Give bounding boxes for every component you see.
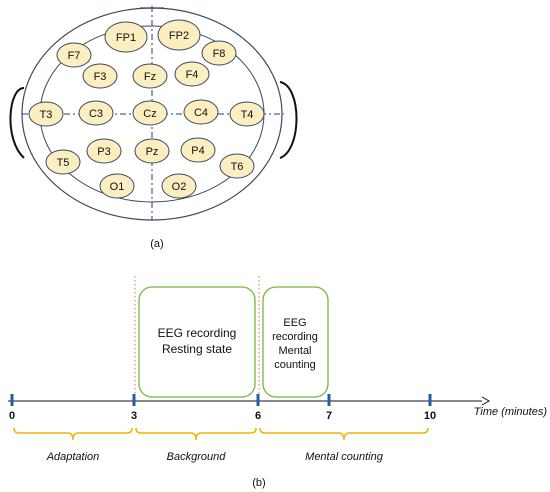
electrode-fp1: FP1 xyxy=(104,21,148,53)
electrode-c3: C3 xyxy=(78,100,114,126)
time-axis-label: Time (minutes) xyxy=(474,406,548,418)
box-resting-line-2: Resting state xyxy=(162,342,232,356)
electrode-marker xyxy=(86,138,122,164)
electrode-o2: O2 xyxy=(161,173,197,199)
electrode-marker xyxy=(78,100,114,126)
box-mental-line-2: recording xyxy=(272,331,318,343)
electrode-label: FP2 xyxy=(169,30,189,42)
electrode-label: T5 xyxy=(57,157,70,169)
electrode-marker xyxy=(104,21,148,53)
phase-label: Background xyxy=(167,451,227,463)
electrode-pz: Pz xyxy=(134,138,170,164)
tick-label-6: 6 xyxy=(255,410,261,422)
tick-mark-3 xyxy=(132,394,136,406)
electrode-marker xyxy=(201,40,237,66)
electrode-label: Pz xyxy=(146,146,159,158)
caption-a: (a) xyxy=(150,238,163,250)
electrode-label: P3 xyxy=(97,146,110,158)
timeline-diagram: EEG recording Resting state EEG recordin… xyxy=(8,276,547,463)
electrode-t5: T5 xyxy=(45,149,81,175)
electrode-f4: F4 xyxy=(174,61,210,87)
electrode-marker xyxy=(229,101,265,127)
right-ear xyxy=(279,81,298,159)
electrode-marker xyxy=(28,101,64,127)
electrode-t4: T4 xyxy=(229,101,265,127)
tick-label-7: 7 xyxy=(326,410,332,422)
electrode-marker xyxy=(132,63,168,89)
electrode-f8: F8 xyxy=(201,40,237,66)
electrode-marker xyxy=(134,138,170,164)
electrode-marker xyxy=(157,19,201,51)
electrode-p3: P3 xyxy=(86,138,122,164)
electrode-c4: C4 xyxy=(183,99,219,125)
phase-brace xyxy=(259,427,429,441)
electrode-marker xyxy=(183,99,219,125)
electrode-label: F4 xyxy=(186,69,199,81)
tick-mark-0 xyxy=(10,394,14,406)
electrode-t6: T6 xyxy=(219,153,255,179)
tick-label-3: 3 xyxy=(131,410,137,422)
phase-brace xyxy=(135,427,257,441)
electrode-p4: P4 xyxy=(180,137,216,163)
electrode-marker xyxy=(219,153,255,179)
electrode-label: O2 xyxy=(172,181,187,193)
time-ticks: 0 3 6 7 10 xyxy=(9,394,436,422)
box-mental-counting xyxy=(262,286,329,398)
electrode-label: F8 xyxy=(213,48,226,60)
box-resting-line-1: EEG recording xyxy=(158,326,237,340)
electrode-marker xyxy=(180,137,216,163)
electrode-label: Fz xyxy=(144,71,156,83)
tick-label-0: 0 xyxy=(9,410,15,422)
electrode-label: T6 xyxy=(231,161,244,173)
electrode-label: T4 xyxy=(241,109,254,121)
box-mental-line-3: Mental xyxy=(278,345,311,357)
electrode-o1: O1 xyxy=(99,173,135,199)
tick-mark-10 xyxy=(428,394,432,406)
box-resting-state xyxy=(138,286,256,398)
tick-mark-6 xyxy=(256,394,260,406)
electrode-cz: Cz xyxy=(132,100,168,126)
electrode-label: Cz xyxy=(143,108,156,120)
electrode-marker xyxy=(161,173,197,199)
electrode-fz: Fz xyxy=(132,63,168,89)
electrode-marker xyxy=(82,63,118,89)
electrode-label: O1 xyxy=(110,181,125,193)
phase-braces: Adaptation Background Mental counting xyxy=(13,427,429,463)
electrode-label: P4 xyxy=(191,145,204,157)
tick-label-10: 10 xyxy=(424,410,436,422)
electrode-marker xyxy=(174,61,210,87)
electrode-label: T3 xyxy=(40,109,53,121)
left-ear xyxy=(9,87,25,159)
time-axis-arrowhead xyxy=(481,396,491,406)
tick-mark-7 xyxy=(327,394,331,406)
caption-b: (b) xyxy=(252,477,265,489)
electrode-label: F3 xyxy=(94,71,107,83)
electrode-marker xyxy=(56,42,92,68)
box-mental-line-4: counting xyxy=(274,359,316,371)
electrode-fp2: FP2 xyxy=(157,19,201,51)
electrode-f7: F7 xyxy=(56,42,92,68)
electrode-label: C3 xyxy=(89,108,103,120)
electrode-f3: F3 xyxy=(82,63,118,89)
electrode-label: FP1 xyxy=(116,32,136,44)
phase-label: Adaptation xyxy=(46,451,100,463)
phase-brace xyxy=(13,427,133,441)
electrode-label: F7 xyxy=(68,50,81,62)
electrode-marker xyxy=(132,100,168,126)
electrode-label: C4 xyxy=(194,107,208,119)
electrode-marker xyxy=(99,173,135,199)
box-mental-line-1: EEG xyxy=(283,317,306,329)
electrode-t3: T3 xyxy=(28,101,64,127)
phase-label: Mental counting xyxy=(305,451,384,463)
electrode-marker xyxy=(45,149,81,175)
